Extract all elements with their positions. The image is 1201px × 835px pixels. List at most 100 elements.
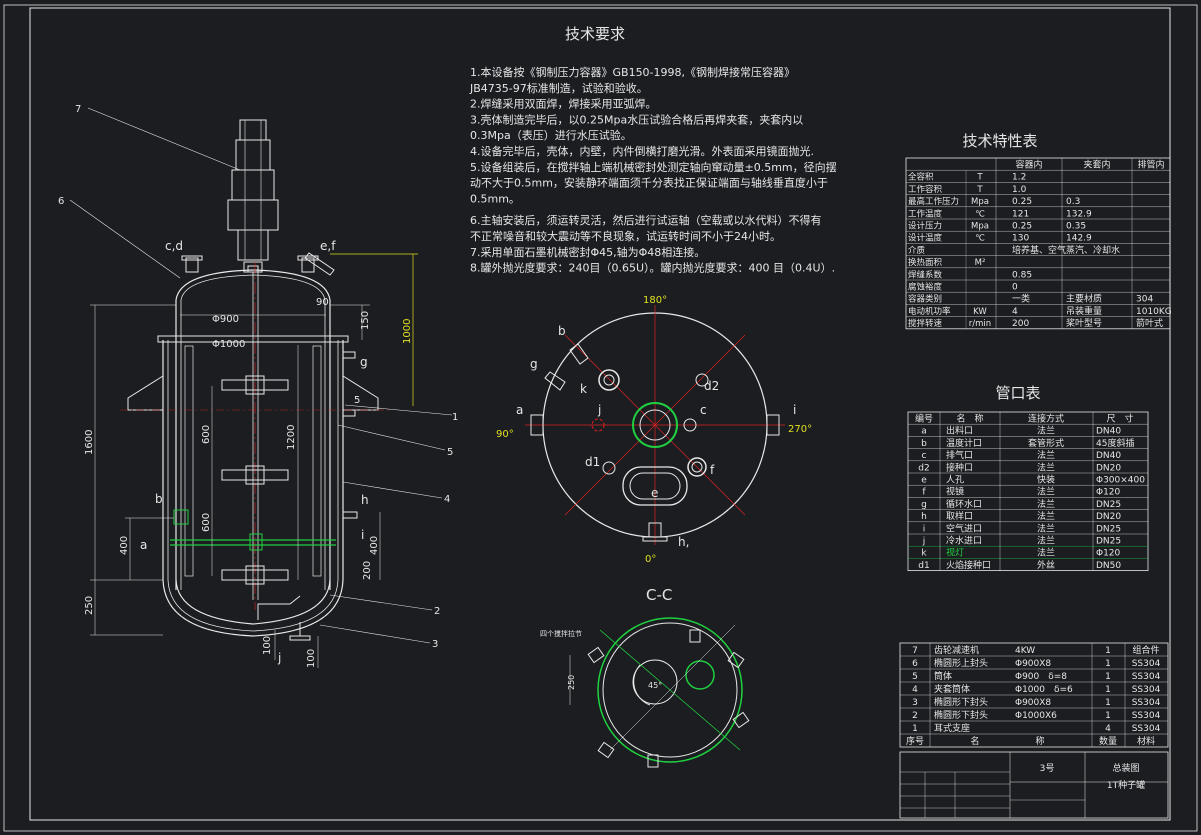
nozzle-row-id: d1 xyxy=(918,561,929,571)
dim-250: 250 xyxy=(84,596,95,615)
parts-row-qty: 4 xyxy=(1105,724,1111,734)
dim-150: 150 xyxy=(360,311,371,330)
spec-row-jacket: 0.3 xyxy=(1066,197,1080,207)
nozzle-row-name: 火焰接种口 xyxy=(946,559,991,571)
plan-label-f: f xyxy=(710,463,715,477)
parts-header-no: 序号 xyxy=(906,735,924,747)
label-g: g xyxy=(360,355,368,369)
nozzle-row-name: 人孔 xyxy=(946,475,964,486)
nozzle-row-name: 排气口 xyxy=(946,449,973,461)
nozzle-table-title: 管口表 xyxy=(995,384,1040,402)
nozzle-row-name: 视镜 xyxy=(946,486,964,498)
spec-row-unit: M² xyxy=(975,258,986,268)
tech-req-line: 4.设备完毕后，壳体，内壁，内件倒横打磨光滑。外表面采用镜面抛光. xyxy=(470,144,814,158)
section-angle: 45° xyxy=(648,681,662,690)
spec-row-name: 设计温度 xyxy=(908,233,943,244)
plan-label-k: k xyxy=(580,382,587,396)
spec-row-coil: 箭叶式 xyxy=(1136,317,1163,329)
nozzle-row-size: Φ120 xyxy=(1096,549,1121,559)
nozzle-row-size: DN25 xyxy=(1096,524,1121,534)
spec-header-jacket: 夹套内 xyxy=(1083,159,1110,171)
parts-row-material: SS304 xyxy=(1132,711,1161,721)
spec-row-name: 全容积 xyxy=(908,172,934,183)
spec-row-jacket: 吊装重量 xyxy=(1066,305,1102,317)
nozzle-row-conn: 法兰 xyxy=(1037,449,1055,461)
parts-row-material: SS304 xyxy=(1132,724,1161,734)
spec-row-name: 设计压力 xyxy=(908,221,942,232)
part-label-2: 2 xyxy=(434,606,440,617)
spec-row-name: 搅拌转速 xyxy=(908,318,943,329)
tech-req-line: 2.焊缝采用双面焊，焊接采用亚弧焊。 xyxy=(470,97,657,111)
nozzle-row-conn: 法兰 xyxy=(1037,510,1055,522)
dim-5: 5 xyxy=(354,395,360,406)
dim-1200: 1200 xyxy=(286,425,297,450)
plan-label-g: g xyxy=(530,357,538,371)
parts-row-qty: 1 xyxy=(1105,672,1111,682)
spec-row-vessel: 0.25 xyxy=(1012,222,1032,232)
parts-row-qty: 1 xyxy=(1105,711,1111,721)
dim-600-upper: 600 xyxy=(201,425,212,444)
parts-row-no: 4 xyxy=(912,685,918,695)
parts-row-no: 2 xyxy=(912,711,918,721)
plan-label-d1: d1 xyxy=(585,455,600,469)
dim-d900: Φ900 xyxy=(212,314,239,325)
parts-row-qty: 1 xyxy=(1105,685,1111,695)
spec-row-jacket: 桨叶型号 xyxy=(1066,317,1102,329)
parts-row-spec: Φ1000 δ=6 xyxy=(1015,685,1073,695)
nozzle-row-size: DN25 xyxy=(1096,537,1121,547)
nozzle-header-id: 编号 xyxy=(915,413,933,425)
parts-row-name: 夹套筒体 xyxy=(934,683,970,695)
parts-row-material: SS304 xyxy=(1132,685,1161,695)
dim-200: 200 xyxy=(362,561,373,580)
spec-row-name: 工作容积 xyxy=(908,184,943,195)
spec-header-vessel: 容器内 xyxy=(1015,159,1042,171)
spec-row-jacket: 蒸汽、冷却水 xyxy=(1066,244,1120,256)
spec-row-jacket: 132.9 xyxy=(1066,209,1092,219)
label-ef: e,f xyxy=(320,239,336,253)
spec-row-vessel: 一类 xyxy=(1012,293,1030,305)
nozzle-row-id: i xyxy=(923,524,926,534)
label-cd: c,d xyxy=(165,239,183,253)
parts-row-spec: Φ900 δ=8 xyxy=(1015,672,1067,682)
dim-100-a: 100 xyxy=(262,636,273,655)
nozzle-row-conn: 法兰 xyxy=(1037,486,1055,498)
spec-row-name: 焊缝系数 xyxy=(908,269,943,280)
parts-row-no: 3 xyxy=(912,698,918,708)
parts-row-no: 5 xyxy=(912,672,918,682)
spec-row-jacket: 主要材质 xyxy=(1066,293,1102,305)
spec-row-vessel: 1.2 xyxy=(1012,173,1026,183)
dim-1000: 1000 xyxy=(402,319,413,344)
label-i: i xyxy=(361,528,364,542)
nozzle-row-size: DN50 xyxy=(1096,561,1121,571)
nozzle-row-size: DN40 xyxy=(1096,451,1121,461)
parts-header-material: 材料 xyxy=(1137,735,1155,747)
nozzle-row-name: 取样口 xyxy=(946,510,973,522)
nozzle-row-id: a xyxy=(921,427,927,437)
spec-row-vessel: 121 xyxy=(1012,209,1029,219)
parts-row-name: 齿轮减速机 xyxy=(934,644,979,656)
nozzle-row-conn: 法兰 xyxy=(1037,461,1055,473)
nozzle-row-conn: 快装 xyxy=(1037,474,1055,486)
parts-row-qty: 1 xyxy=(1105,646,1111,656)
parts-row-spec: Φ900X8 xyxy=(1015,698,1051,708)
spec-row-name: 电动机功率 xyxy=(908,306,951,317)
nozzle-row-size: DN20 xyxy=(1096,512,1121,522)
spec-row-unit: ℃ xyxy=(975,234,985,244)
nozzle-row-id: e xyxy=(921,476,927,486)
spec-row-vessel: 4 xyxy=(1012,307,1018,317)
nozzle-row-conn: 外丝 xyxy=(1037,559,1055,571)
spec-header-coil: 排管内 xyxy=(1137,159,1164,171)
part-label-5: 5 xyxy=(447,447,453,458)
spec-row-vessel: 0.85 xyxy=(1012,270,1032,280)
section-dim: 250 xyxy=(567,675,576,690)
spec-row-vessel: 200 xyxy=(1012,319,1029,329)
nozzle-header-size: 尺 寸 xyxy=(1106,413,1133,425)
plan-angle-90: 90° xyxy=(496,429,514,440)
title-block xyxy=(899,751,1169,819)
nozzle-row-id: g xyxy=(921,500,927,510)
spec-row-jacket: 0.35 xyxy=(1066,222,1086,232)
spec-row-name: 腐蚀裕度 xyxy=(908,282,943,293)
tech-req-line: 不正常噪音和较大震动等不良现象，试运转时间不小于24小时。 xyxy=(470,229,781,243)
